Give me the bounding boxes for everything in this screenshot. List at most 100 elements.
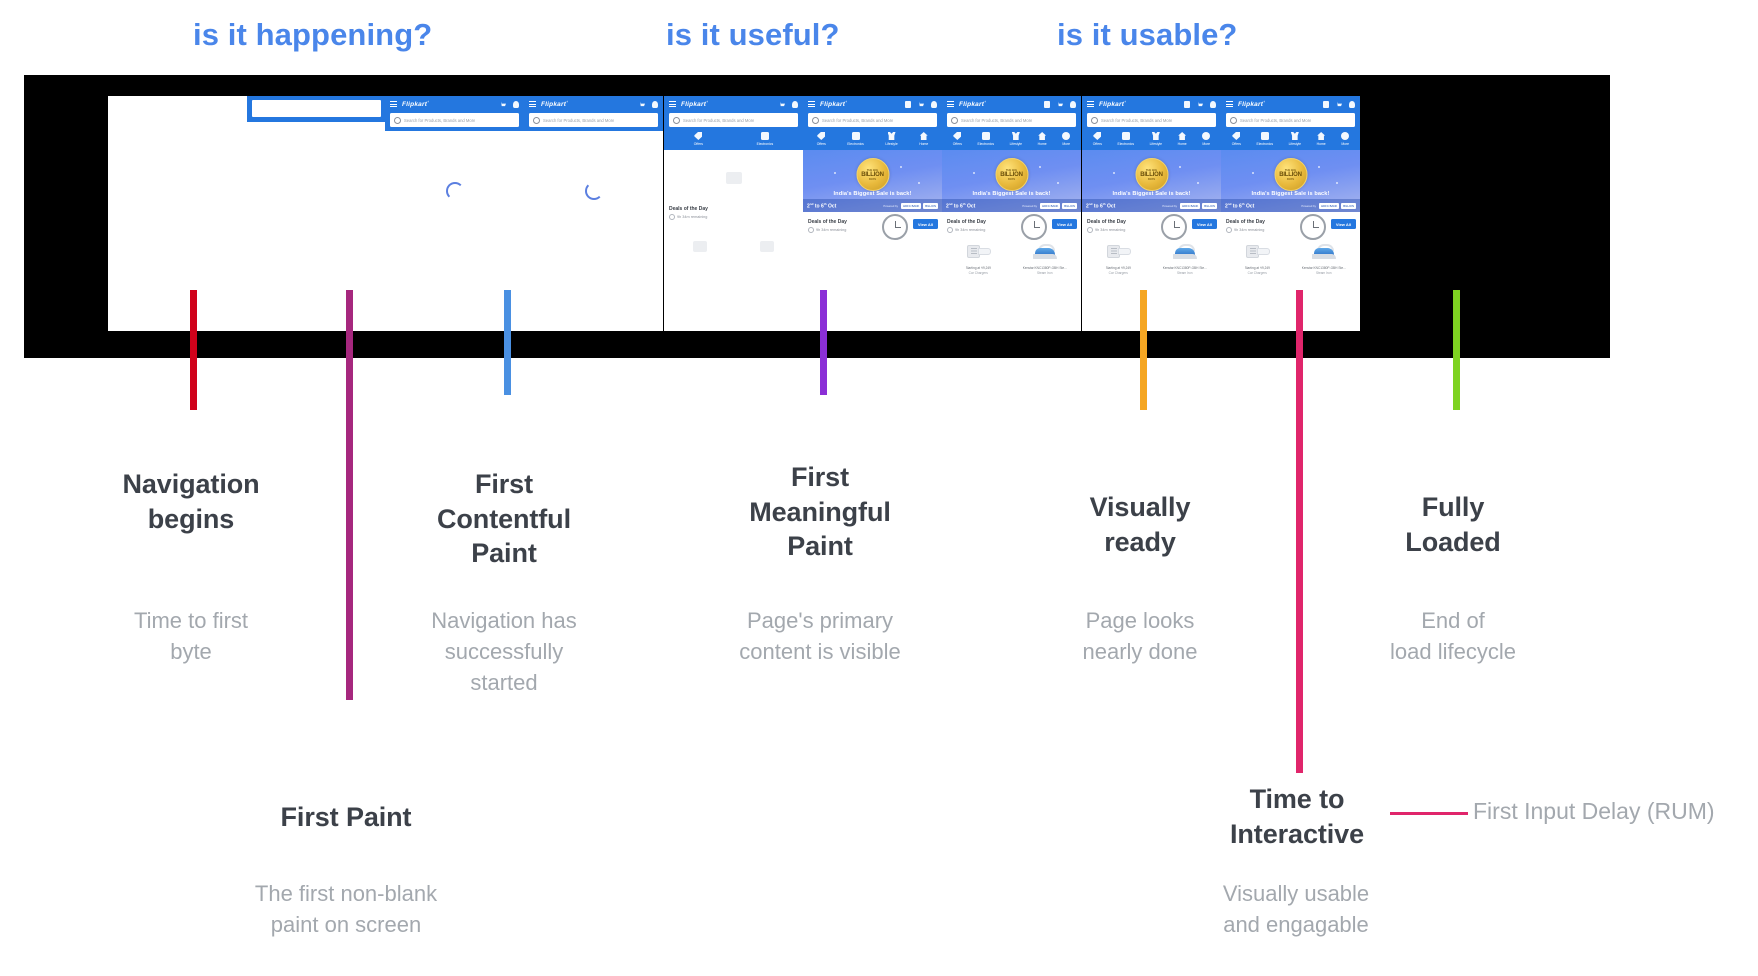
notifications-icon[interactable] xyxy=(905,100,911,108)
banner-chip-bank: HDFC BANK xyxy=(901,202,922,209)
category-offers[interactable]: Offers xyxy=(1232,132,1241,146)
cart-icon[interactable] xyxy=(1197,101,1203,107)
filmstrip-frame-3: Flipkart+ Search for Products, Brands an… xyxy=(385,96,524,331)
product-card[interactable]: Starting at ₹9,249 Car Chargers xyxy=(1087,238,1150,275)
product-card[interactable]: Kenstar KNC1380P-GBH Ste... Steam Iron xyxy=(1014,238,1077,275)
cart-icon[interactable] xyxy=(639,101,645,107)
notifications-icon[interactable] xyxy=(1323,100,1329,108)
category-offers[interactable]: Offers xyxy=(694,132,703,146)
product-card[interactable]: Starting at ₹9,249 Car Chargers xyxy=(947,238,1010,275)
promo-banner[interactable]: THE BIG BILLION DAYS India's Biggest Sal… xyxy=(803,150,942,212)
category-nav: Offers Electronics Lifestyle Home More xyxy=(942,127,1081,150)
category-electronics[interactable]: Electronics xyxy=(1256,132,1273,146)
view-all-button[interactable]: View All xyxy=(1330,219,1356,229)
product-name: Starting at ₹9,249 xyxy=(965,266,991,270)
product-card[interactable]: Kenstar KNC1380P-GBH Ste... Steam Iron xyxy=(1293,238,1356,275)
category-electronics[interactable]: Electronics xyxy=(977,132,994,146)
category-more[interactable]: More xyxy=(1202,132,1211,146)
search-input[interactable]: Search for Products, Brands and More xyxy=(808,113,937,127)
phase-question-happening: is it happening? xyxy=(193,17,433,52)
cart-icon[interactable] xyxy=(779,101,785,107)
cart-icon[interactable] xyxy=(1057,101,1063,107)
hamburger-icon[interactable] xyxy=(390,101,397,107)
category-offers[interactable]: Offers xyxy=(953,132,962,146)
category-offers[interactable]: Offers xyxy=(1093,132,1102,146)
alarm-clock-icon xyxy=(1161,214,1187,240)
app-logo: Flipkart+ xyxy=(541,99,569,109)
search-icon xyxy=(533,116,540,124)
search-placeholder: Search for Products, Brands and More xyxy=(1101,117,1173,123)
account-icon[interactable] xyxy=(1070,100,1076,108)
category-more[interactable]: More xyxy=(1062,132,1071,146)
filmstrip-frame-2 xyxy=(247,96,386,331)
account-icon[interactable] xyxy=(652,100,658,108)
category-electronics[interactable]: Electronics xyxy=(757,132,773,146)
promo-banner[interactable]: THE BIG BILLION DAYS India's Biggest Sal… xyxy=(942,150,1081,212)
category-more[interactable]: More xyxy=(1341,132,1350,146)
view-all-button[interactable]: View All xyxy=(912,219,938,229)
category-home[interactable]: Home xyxy=(919,132,928,146)
hamburger-icon[interactable] xyxy=(669,101,676,107)
hamburger-icon[interactable] xyxy=(808,101,815,107)
app-header: Flipkart+ Search for Products, Brands an… xyxy=(664,96,803,150)
notifications-icon[interactable] xyxy=(1184,100,1190,108)
product-card[interactable]: Kenstar KNC1380P-GBH Ste... Steam Iron xyxy=(1154,238,1217,275)
category-lifestyle[interactable]: Lifestyle xyxy=(885,132,898,146)
banner-chip-bank: HDFC BANK xyxy=(1180,202,1201,209)
product-name: Kenstar KNC1380P-GBH Ste... xyxy=(1022,266,1067,270)
category-home[interactable]: Home xyxy=(1317,132,1326,146)
category-offers[interactable]: Offers xyxy=(817,132,826,146)
category-lifestyle[interactable]: Lifestyle xyxy=(1289,132,1301,146)
cart-icon[interactable] xyxy=(918,101,924,107)
hamburger-icon[interactable] xyxy=(1226,101,1233,107)
promo-banner[interactable]: THE BIG BILLION DAYS India's Biggest Sal… xyxy=(1082,150,1221,212)
account-icon[interactable] xyxy=(792,100,798,108)
notifications-icon[interactable] xyxy=(1044,100,1050,108)
search-input[interactable]: Search for Products, Brands and More xyxy=(947,113,1076,127)
account-icon[interactable] xyxy=(1349,100,1355,108)
banner-powered-by: Powered by xyxy=(1162,203,1178,208)
category-home[interactable]: Home xyxy=(1038,132,1047,146)
search-input[interactable]: Search for Products, Brands and More xyxy=(390,113,519,127)
category-home[interactable]: Home xyxy=(1178,132,1187,146)
clock-icon xyxy=(1087,227,1093,233)
search-input[interactable]: Search for Products, Brands and More xyxy=(1226,113,1355,127)
clock-icon xyxy=(947,227,953,233)
account-icon[interactable] xyxy=(513,100,519,108)
search-input[interactable]: Search for Products, Brands and More xyxy=(529,113,658,127)
search-input[interactable] xyxy=(252,100,381,117)
banner-chip-billion: BILLION xyxy=(923,202,938,209)
category-electronics[interactable]: Electronics xyxy=(847,132,864,146)
account-icon[interactable] xyxy=(931,100,937,108)
hamburger-icon[interactable] xyxy=(529,101,536,107)
view-all-button[interactable]: View All xyxy=(1051,219,1077,229)
category-nav: Offers Electronics Lifestyle Home More xyxy=(1082,127,1221,150)
content-placeholder xyxy=(725,172,742,184)
cart-icon[interactable] xyxy=(1336,101,1342,107)
search-icon xyxy=(1091,116,1098,124)
search-input[interactable]: Search for Products, Brands and More xyxy=(1087,113,1216,127)
search-input[interactable]: Search for Products, Brands and More xyxy=(669,113,798,127)
banner-headline: India's Biggest Sale is back! xyxy=(1251,191,1330,197)
account-icon[interactable] xyxy=(1210,100,1216,108)
category-lifestyle[interactable]: Lifestyle xyxy=(1010,132,1022,146)
hamburger-icon[interactable] xyxy=(1087,101,1094,107)
clock-icon xyxy=(1226,227,1232,233)
banner-dates: 2nd to 6th Oct xyxy=(946,201,976,210)
hamburger-icon[interactable] xyxy=(947,101,954,107)
app-logo: Flipkart+ xyxy=(1099,99,1127,109)
category-electronics[interactable]: Electronics xyxy=(1117,132,1134,146)
cart-icon[interactable] xyxy=(500,101,506,107)
promo-banner[interactable]: THE BIG BILLION DAYS India's Biggest Sal… xyxy=(1221,150,1360,212)
category-lifestyle[interactable]: Lifestyle xyxy=(1150,132,1162,146)
label-title: First Paint xyxy=(280,802,412,832)
search-placeholder: Search for Products, Brands and More xyxy=(822,117,894,123)
view-all-button[interactable]: View All xyxy=(1191,219,1217,229)
billion-days-badge: THE BIG BILLION DAYS xyxy=(1135,158,1168,191)
product-card[interactable]: Starting at ₹9,249 Car Chargers xyxy=(1226,238,1289,275)
